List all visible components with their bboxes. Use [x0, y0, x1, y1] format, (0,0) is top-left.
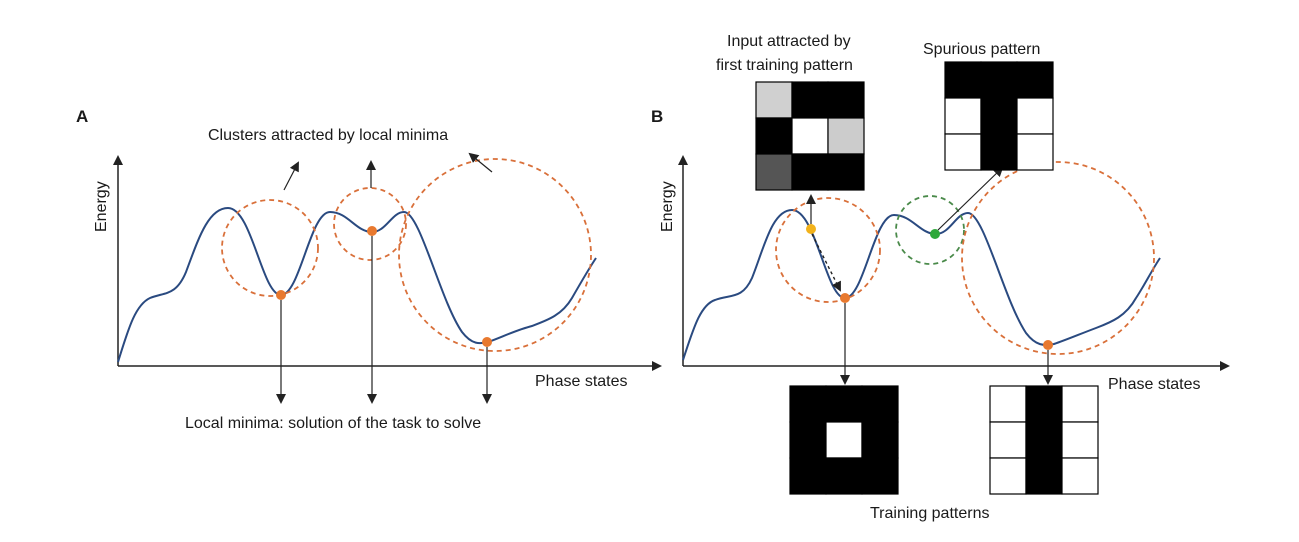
- panel-b-spurious-marker: [930, 229, 940, 239]
- spurious-pattern-cell-5: [980, 97, 1018, 135]
- panel-b-cluster-circle-1: [775, 197, 881, 303]
- training-pattern-1-cell-1: [789, 385, 827, 423]
- panel-b-minimum-marker-2: [1043, 340, 1053, 350]
- input-pattern-cell-7: [755, 153, 793, 191]
- spurious-pattern-cell-2: [980, 61, 1018, 99]
- panel-b-energy-curve: [682, 208, 1161, 361]
- panel-b-minimum-marker-1: [840, 293, 850, 303]
- input-pattern-cell-5: [791, 117, 829, 155]
- spurious-pattern-cell-7: [944, 133, 982, 171]
- training-pattern-2-cell-1: [989, 385, 1027, 423]
- training-pattern-1-cell-3: [861, 385, 899, 423]
- training-pattern-1-cell-6: [861, 421, 899, 459]
- panel-b-y-axis-label: Energy: [659, 181, 676, 232]
- panel-b-input-marker: [806, 224, 816, 234]
- panel-b-label: B: [651, 107, 663, 126]
- spurious-pattern-cell-9: [1016, 133, 1054, 171]
- panel-a-cluster-circle-3: [398, 158, 592, 352]
- panel-b-cluster-circle-3: [961, 161, 1155, 355]
- training-pattern-1-cell-2: [825, 385, 863, 423]
- spurious-pattern-cell-4: [944, 97, 982, 135]
- panel-a-label: A: [76, 107, 88, 126]
- training-pattern-2-cell-6: [1061, 421, 1099, 459]
- panel-b-spurious-label: Spurious pattern: [923, 41, 1040, 58]
- input-pattern-cell-6: [827, 117, 865, 155]
- training-pattern-1-cell-7: [789, 457, 827, 495]
- training-pattern-2-grid: [989, 385, 1099, 495]
- panel-a: A Energy Phase states Clusters attracted…: [76, 107, 662, 432]
- panel-b-training-label: Training patterns: [870, 505, 989, 522]
- training-pattern-2-cell-3: [1061, 385, 1099, 423]
- panel-a-cluster-arrow-3: [468, 152, 493, 173]
- training-pattern-1-cell-5: [825, 421, 863, 459]
- spurious-pattern-cell-1: [944, 61, 982, 99]
- panel-a-cluster-circle-1: [221, 199, 319, 297]
- panel-a-minimum-marker-3: [482, 337, 492, 347]
- training-pattern-2-cell-5: [1025, 421, 1063, 459]
- spurious-pattern-cell-3: [1016, 61, 1054, 99]
- input-pattern-cell-9: [827, 153, 865, 191]
- panel-b-spurious-circle: [895, 195, 965, 265]
- panel-b-input-trajectory-arrow: [811, 233, 841, 292]
- panel-a-cluster-circle-2: [333, 187, 407, 261]
- panel-b-spurious-arrow: [937, 166, 1004, 231]
- panel-a-clusters-label: Clusters attracted by local minima: [208, 127, 448, 144]
- input-pattern-cell-2: [791, 81, 829, 119]
- panel-a-energy-curve: [117, 206, 597, 363]
- input-pattern-cell-3: [827, 81, 865, 119]
- training-pattern-2-cell-2: [1025, 385, 1063, 423]
- panel-a-minima-label: Local minima: solution of the task to so…: [185, 415, 481, 432]
- input-pattern-cell-8: [791, 153, 829, 191]
- panel-b-x-axis-label: Phase states: [1108, 376, 1201, 393]
- training-pattern-2-cell-4: [989, 421, 1027, 459]
- panel-b-input-label-line1: Input attracted by: [727, 33, 851, 50]
- training-pattern-1-cell-4: [789, 421, 827, 459]
- training-pattern-1-cell-8: [825, 457, 863, 495]
- input-pattern-grid: [755, 81, 865, 191]
- spurious-pattern-cell-6: [1016, 97, 1054, 135]
- panel-a-minimum-marker-1: [276, 290, 286, 300]
- panel-a-minimum-marker-2: [367, 226, 377, 236]
- input-pattern-cell-4: [755, 117, 793, 155]
- panel-a-x-axis-label: Phase states: [535, 373, 628, 390]
- panel-b: B Energy Phase states Input attracted by…: [651, 33, 1230, 522]
- panel-b-input-label-line2: first training pattern: [716, 57, 853, 74]
- panel-a-cluster-arrow-1: [283, 161, 299, 191]
- training-pattern-1-cell-9: [861, 457, 899, 495]
- spurious-pattern-grid: [944, 61, 1054, 171]
- spurious-pattern-cell-8: [980, 133, 1018, 171]
- input-pattern-cell-1: [755, 81, 793, 119]
- training-pattern-2-cell-9: [1061, 457, 1099, 495]
- panel-a-y-axis-label: Energy: [93, 181, 110, 232]
- training-pattern-1-grid: [789, 385, 899, 495]
- training-pattern-2-cell-7: [989, 457, 1027, 495]
- training-pattern-2-cell-8: [1025, 457, 1063, 495]
